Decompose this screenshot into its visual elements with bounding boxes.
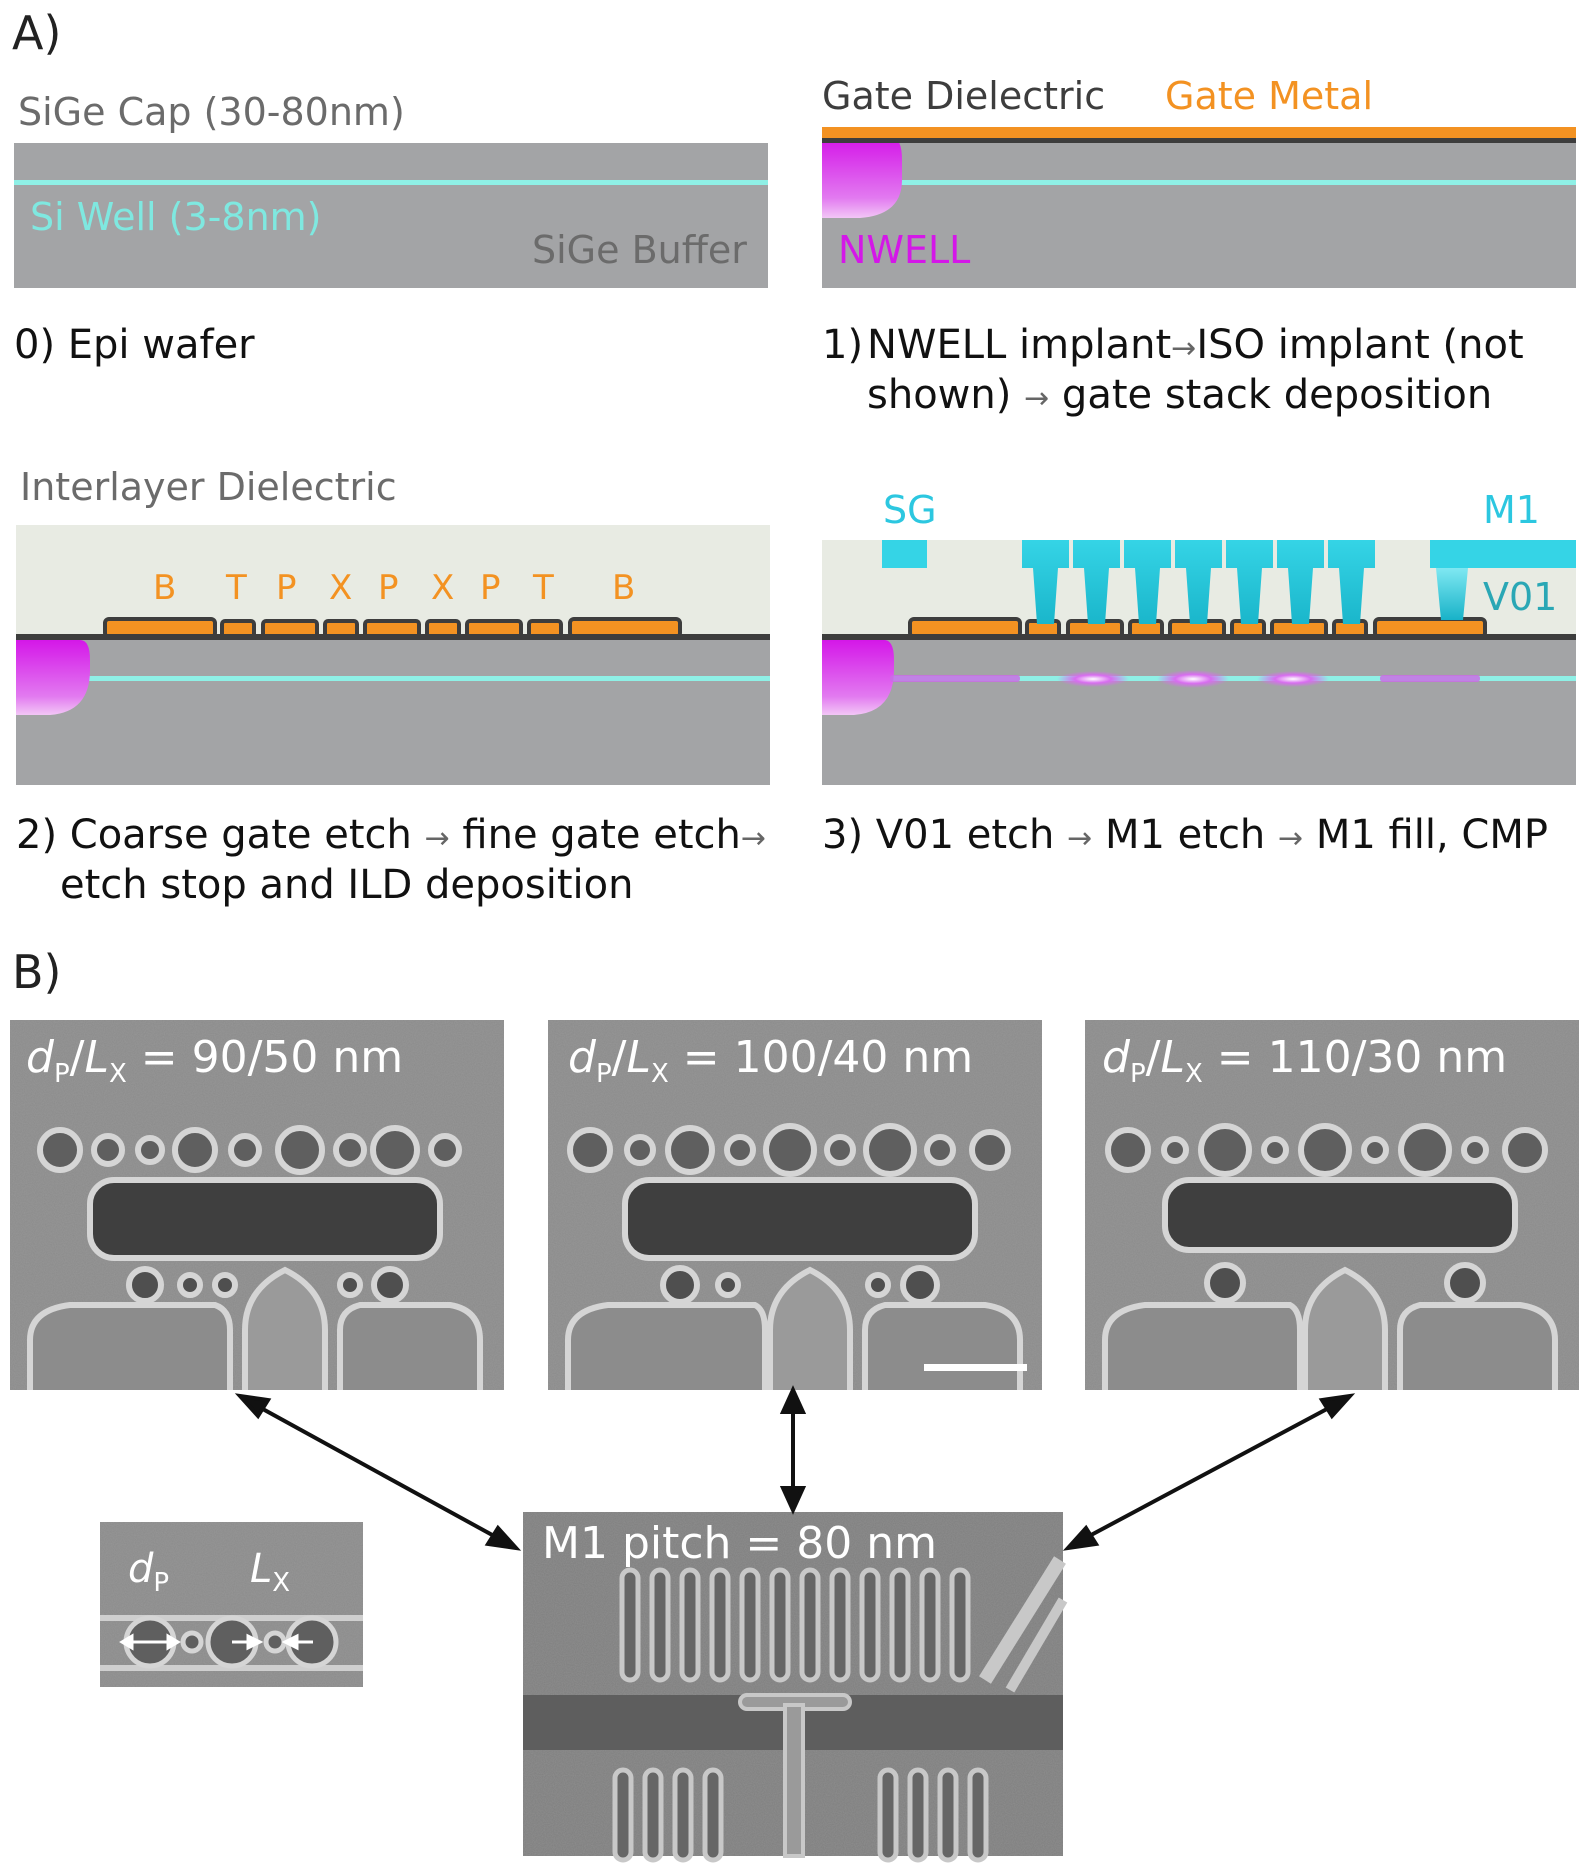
gate-letter-b2: B <box>612 568 636 608</box>
step3-caption: 3) V01 etch → M1 etch → M1 fill, CMP <box>822 812 1548 858</box>
step2-etch-stop <box>16 634 770 640</box>
sg-label: SG <box>883 488 937 532</box>
step2-si-well <box>16 676 770 681</box>
step1-gate-metal <box>822 127 1576 138</box>
sem-3-label: dP/LX = 110/30 nm <box>1102 1032 1508 1089</box>
step2-caption-line2: etch stop and ILD deposition <box>60 862 634 908</box>
panel-b-letter: B) <box>12 945 62 999</box>
gate-dielectric-label: Gate Dielectric <box>822 74 1106 118</box>
sem-1-label: dP/LX = 90/50 nm <box>26 1032 404 1089</box>
step2-nwell <box>16 640 90 715</box>
v01-label: V01 <box>1483 575 1558 619</box>
step1-nwell <box>822 138 902 218</box>
step0-si-well <box>14 180 768 185</box>
step1-caption-line1: NWELL implant→ISO implant (not <box>867 322 1524 368</box>
step2-caption-line1: 2) Coarse gate etch → fine gate etch→ <box>16 812 766 858</box>
sem-2-label: dP/LX = 100/40 nm <box>568 1032 974 1089</box>
sige-buffer-label: SiGe Buffer <box>532 228 747 272</box>
channel-left <box>890 675 1020 682</box>
m1-vias <box>1022 540 1375 624</box>
m1-sem-graphic <box>523 1512 1068 1863</box>
m1-pitch-label: M1 pitch = 80 nm <box>542 1518 937 1569</box>
quantum-dot-1 <box>1057 671 1129 687</box>
m1-line-right <box>1430 540 1576 568</box>
step2-ild <box>16 525 770 635</box>
inset-graphic <box>100 1522 363 1687</box>
gate-letter-p3: P <box>480 568 501 608</box>
step1-caption-line2: shown) → gate stack deposition <box>867 372 1493 418</box>
inset-arrows <box>119 1633 313 1651</box>
step0-wafer <box>14 143 768 288</box>
step0-caption: 0) Epi wafer <box>14 322 255 368</box>
channel-right <box>1380 675 1480 682</box>
step0-substrate <box>14 143 768 288</box>
connector-arrows <box>234 1385 1356 1551</box>
step1-substrate <box>822 138 1576 288</box>
quantum-dot-2 <box>1157 670 1229 688</box>
nwell-label: NWELL <box>838 228 971 272</box>
step1-caption-num: 1) <box>822 322 864 368</box>
v01-via <box>1436 568 1468 620</box>
step3-etch-stop <box>822 634 1576 640</box>
sige-cap-label: SiGe Cap (30-80nm) <box>18 90 405 134</box>
gate-letter-x2: X <box>431 568 455 608</box>
sem-image-2-graphic <box>548 1020 1042 1390</box>
gate-letter-x1: X <box>329 568 353 608</box>
gate-letter-b1: B <box>153 568 177 608</box>
step3-wafer <box>822 540 1576 785</box>
si-well-label: Si Well (3-8nm) <box>30 195 322 239</box>
step2-substrate <box>16 635 770 785</box>
sg-metal <box>882 540 927 568</box>
quantum-dot-3 <box>1257 671 1329 687</box>
gate-metal-label: Gate Metal <box>1165 74 1373 118</box>
inset-dp-label: dP <box>128 1546 170 1598</box>
step2-wafer <box>16 525 770 785</box>
gate-letter-t1: T <box>226 568 247 608</box>
gate-letter-t2: T <box>533 568 554 608</box>
sem-image-3-graphic <box>1085 1020 1579 1390</box>
gate-letter-p1: P <box>276 568 297 608</box>
panel-a-letter: A) <box>12 6 62 60</box>
step3-substrate <box>822 635 1576 785</box>
sem-image-1-graphic <box>10 1020 504 1390</box>
m1-label: M1 <box>1483 488 1540 532</box>
sem-graphics <box>10 1020 1579 1863</box>
step1-wafer <box>822 127 1576 288</box>
ild-label: Interlayer Dielectric <box>20 465 397 509</box>
gate-letter-p2: P <box>378 568 399 608</box>
inset-lx-label: LX <box>250 1546 291 1598</box>
scale-bar <box>924 1364 1027 1371</box>
step3-nwell <box>822 640 894 715</box>
step1-gate-dielectric <box>822 138 1576 143</box>
step1-si-well <box>822 180 1576 185</box>
